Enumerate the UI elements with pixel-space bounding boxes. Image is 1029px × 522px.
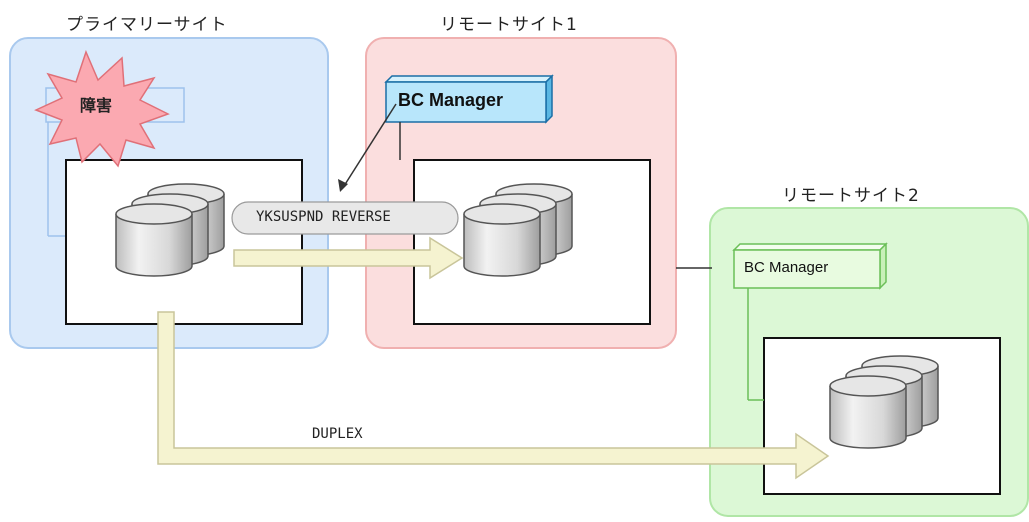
copy-arrow-remote-2 (157, 311, 830, 480)
duplex-label: DUPLEX (312, 426, 363, 442)
remote-site-2-label: リモートサイト2 (782, 186, 920, 206)
primary-site-label: プライマリーサイト (66, 15, 228, 35)
command-pointer-arrowhead (338, 179, 348, 192)
command-pill (231, 201, 459, 235)
bc-manager-remote-2-label: BC Manager (744, 259, 829, 276)
failure-label: 障害 (80, 98, 113, 115)
remote-site-1-label: リモートサイト1 (440, 15, 578, 35)
copy-arrow-remote-1 (233, 236, 464, 280)
failure-burst-icon (34, 49, 170, 168)
command-label: YKSUSPND REVERSE (256, 209, 391, 225)
bc-manager-remote-1-label: BC Manager (398, 90, 504, 110)
bc-manager-remote-1-box (384, 74, 554, 124)
command-pointer-line (343, 103, 397, 187)
bc-manager-remote-2-box (732, 242, 888, 290)
